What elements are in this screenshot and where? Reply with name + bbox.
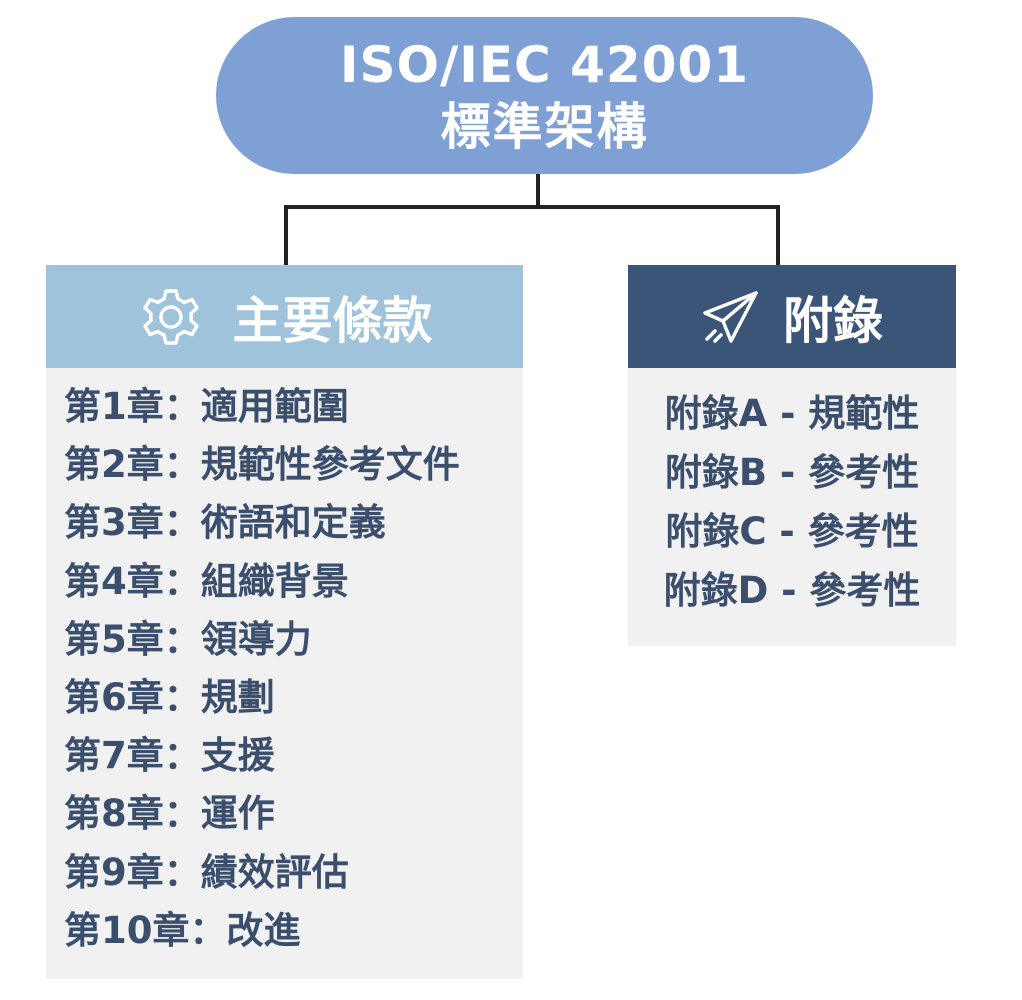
clause-item: 第7章：支援: [64, 734, 275, 778]
clause-item: 第6章：規劃: [64, 676, 275, 720]
appendix-item: 附錄D - 參考性: [663, 569, 921, 612]
main-clauses-header: 主要條款: [46, 265, 523, 368]
appendix-item: 附錄A - 規範性: [664, 392, 920, 435]
main-clauses-list: 第1章：適用範圍 第2章：規範性參考文件 第3章：術語和定義 第4章：組織背景 …: [46, 368, 523, 979]
clause-item: 第4章：組織背景: [64, 559, 349, 603]
root-title-line1: ISO/IEC 42001: [339, 35, 750, 94]
gear-icon: [137, 283, 205, 351]
appendix-list: 附錄A - 規範性 附錄B - 參考性 附錄C - 參考性 附錄D - 參考性: [628, 368, 956, 646]
clause-item: 第2章：規範性參考文件: [64, 443, 460, 487]
paper-plane-icon: [701, 287, 761, 347]
clause-item: 第1章：適用範圍: [64, 385, 349, 428]
main-clauses-title: 主要條款: [232, 291, 433, 350]
appendix-item: 附錄B - 參考性: [664, 451, 920, 494]
clause-item: 第10章：改進: [64, 908, 301, 952]
root-node: ISO/IEC 42001 標準架構: [216, 17, 873, 174]
appendix-item: 附錄C - 參考性: [665, 510, 919, 553]
clause-item: 第5章：領導力: [64, 617, 312, 661]
clause-item: 第8章：運作: [64, 792, 275, 836]
appendix-title: 附錄: [783, 291, 883, 350]
clause-item: 第9章：績效評估: [64, 850, 349, 894]
appendix-header: 附錄: [628, 265, 956, 368]
clause-item: 第3章：術語和定義: [64, 501, 386, 545]
root-title-line2: 標準架構: [440, 97, 649, 156]
